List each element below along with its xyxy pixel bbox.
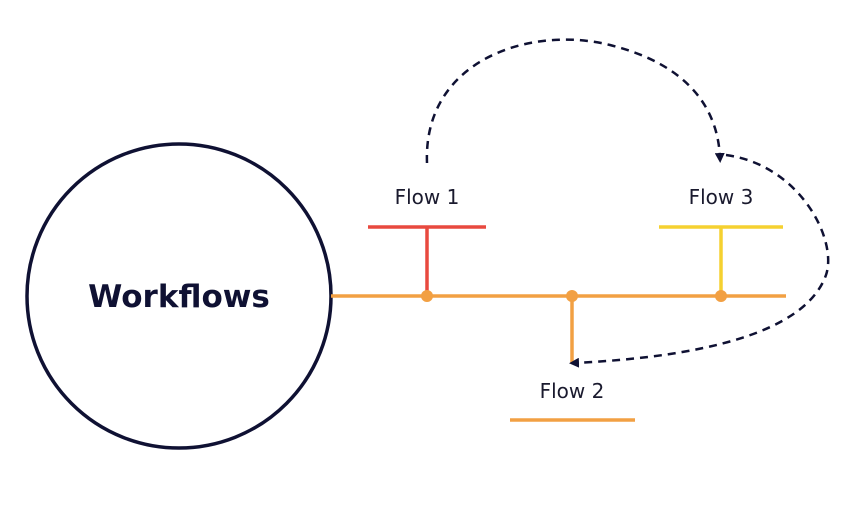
- arrow-flow1-to-flow3: [425, 38, 725, 164]
- workflows-title: Workflows: [88, 279, 270, 315]
- arrow-flow3-to-flow2: [569, 153, 830, 368]
- flow3-label: Flow 3: [689, 185, 754, 209]
- flow3-node: [715, 290, 727, 302]
- flow1-node: [421, 290, 433, 302]
- flow2-node: [566, 290, 578, 302]
- flow2-label: Flow 2: [540, 379, 605, 403]
- flow1-label: Flow 1: [395, 185, 460, 209]
